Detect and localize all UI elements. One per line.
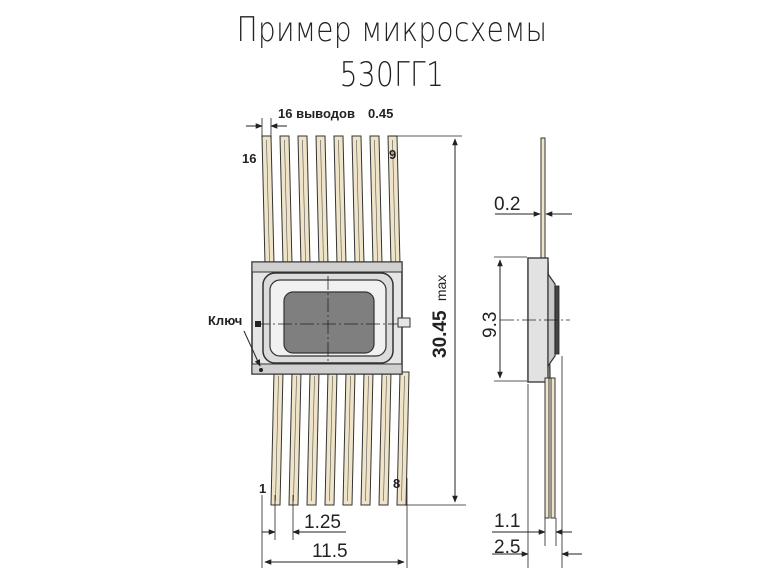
width-label: 11.5	[312, 541, 348, 562]
side-bottom-lead	[544, 377, 550, 519]
top-lead-11-ridge	[356, 139, 360, 263]
top-lead-15-ridge	[284, 139, 288, 263]
key-label: Ключ	[208, 313, 242, 328]
key-leader	[243, 330, 261, 367]
bottom-lead-2-ridge	[293, 375, 297, 502]
bottom-lead-7-ridge	[383, 375, 387, 502]
pins-count-label: 16 выводов	[278, 106, 355, 121]
bottom-leads	[270, 371, 410, 506]
die-window	[283, 291, 375, 354]
bottom-lead-8-ridge	[401, 375, 405, 502]
orientation-tab	[397, 317, 411, 328]
package-bottom-rail	[251, 363, 403, 375]
pin-width-label: 0.45	[368, 106, 393, 121]
top-lead-16-ridge	[266, 139, 270, 263]
side-view: 0.2 9.3 1.1 2.5	[480, 137, 582, 568]
pin-1-label: 1	[259, 481, 266, 496]
pin-16-label: 16	[242, 151, 256, 166]
top-lead-13-ridge	[320, 139, 324, 263]
top-leads	[261, 135, 401, 265]
lead-thickness-label: 0.2	[494, 194, 520, 215]
body-height-label: 9.3	[480, 312, 501, 338]
pin-9-label: 9	[389, 147, 396, 162]
package-top-rail	[251, 261, 403, 273]
bottom-lead-4-ridge	[329, 375, 333, 502]
bottom-lead-3-ridge	[311, 375, 315, 502]
bottom-lead-5-ridge	[347, 375, 351, 502]
side-top-lead	[540, 137, 546, 267]
standoff-label: 1.1	[494, 511, 520, 532]
top-lead-14-ridge	[302, 139, 306, 263]
front-view: Ключ 16 9 1 8 16 выводов 0.45 30.45 max	[208, 106, 466, 568]
bottom-lead-6-ridge	[365, 375, 369, 502]
pin-8-label: 8	[393, 476, 400, 491]
bottom-lead-1-ridge	[275, 375, 279, 502]
key-dot	[259, 368, 263, 372]
title-line-2: 530ГГ1	[339, 55, 445, 95]
height-label: 30.45 max	[430, 275, 451, 358]
key-notch	[255, 321, 261, 327]
top-lead-9-ridge	[392, 139, 396, 263]
side-bottom-lead-outer	[550, 377, 556, 519]
pitch-label: 1.25	[304, 512, 341, 533]
title-line-1: Пример микросхемы	[236, 10, 548, 50]
top-lead-10-ridge	[374, 139, 378, 263]
top-lead-12-ridge	[338, 139, 342, 263]
total-thickness-label: 2.5	[494, 537, 520, 558]
